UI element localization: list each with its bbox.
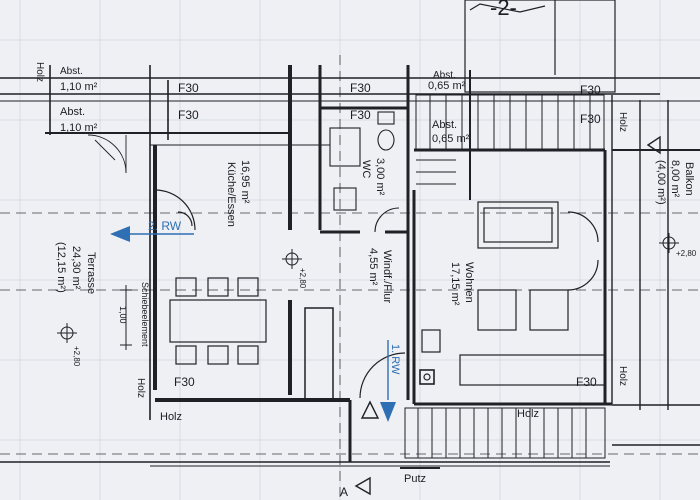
living-name: Wohnen [463,262,475,303]
f30-label-2: F30 [178,108,199,122]
holz-label-6: Holz [517,408,539,420]
f30-label-7: F30 [174,375,195,389]
dimension-label: 1,00 [118,306,128,324]
wc-walls [318,65,410,235]
escape-route-2-label: 2. RW [148,219,182,233]
page-number: -2- [490,0,517,20]
upper-stair-area [464,0,616,93]
terrace-area-half: (12,15 m²) [55,242,67,293]
living-furniture [419,201,606,386]
storage-area-2: 1,10 m² [60,122,98,134]
f30-label-5: F30 [580,83,601,97]
kitchen-walls [153,65,350,402]
escape-arrow-left-icon [110,226,130,242]
level-label-kitchen: +2,80 [298,268,307,289]
dash-axes [0,55,700,500]
storage-area-3: 0,65 m² [428,80,466,92]
escape-route-arrows [110,226,396,422]
holz-label-1: Holz [34,62,45,82]
f30-label-1: F30 [178,81,199,95]
holz-label-5: Holz [160,411,182,423]
f30-label-4: F30 [350,108,371,122]
living-area: 17,15 m² [449,262,461,306]
holz-label-3: Holz [135,378,146,398]
section-markers [354,400,380,496]
f30-label-6: F30 [580,112,601,126]
storage-label-4: Abst. [432,119,457,131]
flur-name: Windf./Flur [381,250,393,304]
balcony-name: Balkon [683,162,695,196]
wc-area: 3,00 m² [374,158,386,196]
staircase [415,70,605,200]
wc-name: WC [360,160,372,178]
level-markers [57,233,679,343]
kitchen-furniture [154,189,267,365]
dimension-line [120,285,132,350]
storage-area-4: 0,65 m² [432,133,470,145]
flur-walls [304,235,410,462]
holz-label-4: Holz [617,366,628,386]
holz-label-2: Holz [617,112,628,132]
level-label-terrace: +2,80 [72,346,81,367]
storage-label-1: Abst. [60,66,83,77]
building-lines [0,77,700,467]
storage-label-2: Abst. [60,106,85,118]
storage-area-1: 1,10 m² [60,81,98,93]
storage-label-3: Abst. [433,70,456,81]
wc-fixtures [329,111,400,233]
flur-area: 4,55 m² [367,248,379,286]
balcony-walls [612,100,700,446]
sliding-element-label: Schiebeelement [140,282,150,347]
f30-label-8: F30 [576,375,597,389]
lower-stair [400,407,606,469]
kitchen-area: 16,95 m² [239,160,251,204]
level-label-balcony: +2,80 [676,249,697,258]
f30-label-3: F30 [350,81,371,95]
escape-arrow-down-icon [380,402,396,422]
terrace-area: 24,30 m² [70,246,82,290]
terrace-name: Terrasse [85,252,97,294]
kitchen-name: Küche/Essen [225,162,237,227]
left-storage [49,65,169,420]
balcony-area: 8,00 m² [669,160,681,198]
putz-label: Putz [404,473,426,485]
section-label: A [340,485,348,499]
balcony-area-half: (4,00 m²) [655,160,667,205]
section-triangle-icon [360,400,380,419]
escape-route-1-label: 1. RW [389,344,401,375]
